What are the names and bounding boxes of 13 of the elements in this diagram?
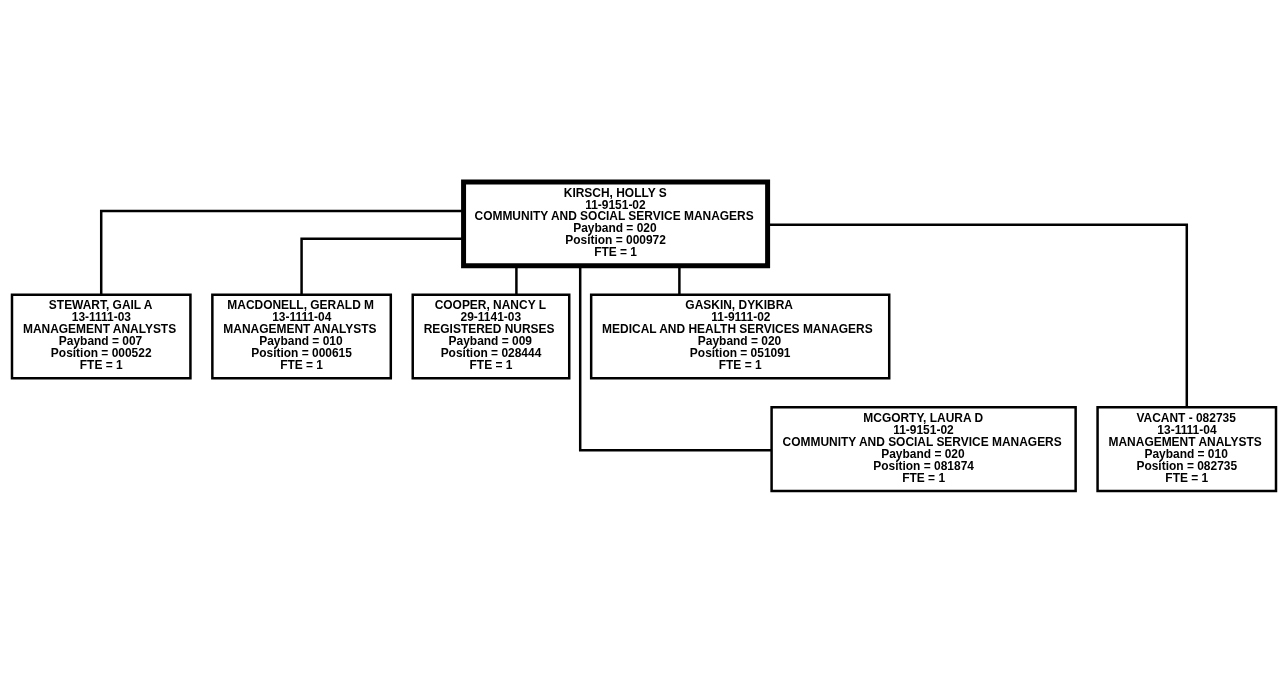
connector bbox=[767, 223, 1189, 408]
connector bbox=[678, 265, 681, 295]
node-box: MCGORTY, LAURA D 11-9151-02 COMMUNITY AND SOCIAL SERVICE MANAGERS Payband = 020 Position = 081874 FTE = 1 bbox=[770, 406, 1077, 493]
node-box: STEWART, GAIL A 13-1111-03 MANAGEMENT ANALYSTS Payband = 007 Position = 000522 FTE = 1 bbox=[10, 293, 192, 380]
node-box: COOPER, NANCY L 29-1141-03 REGISTERED NURSES Payband = 009 Position = 028444 FTE = 1 bbox=[411, 293, 571, 380]
node-box: KIRSCH, HOLLY S 11-9151-02 COMMUNITY AND SOCIAL SERVICE MANAGERS Payband = 020 Position = 000972 FTE = 1 bbox=[461, 179, 771, 269]
connector bbox=[300, 237, 464, 295]
node-box: GASKIN, DYKIBRA 11-9111-02 MEDICAL AND HEALTH SERVICES MANAGERS Payband = 020 Position = 051091 FTE = 1 bbox=[589, 293, 891, 380]
connector bbox=[578, 265, 772, 452]
node-box: MACDONELL, GERALD M 13-1111-04 MANAGEMENT ANALYSTS Payband = 010 Position = 000615 FTE = 1 bbox=[211, 293, 393, 380]
node-box: VACANT - 082735 13-1111-04 MANAGEMENT ANALYSTS Payband = 010 Position = 082735 FTE = 1 bbox=[1096, 406, 1278, 493]
connector bbox=[515, 265, 518, 295]
connector bbox=[99, 209, 464, 295]
